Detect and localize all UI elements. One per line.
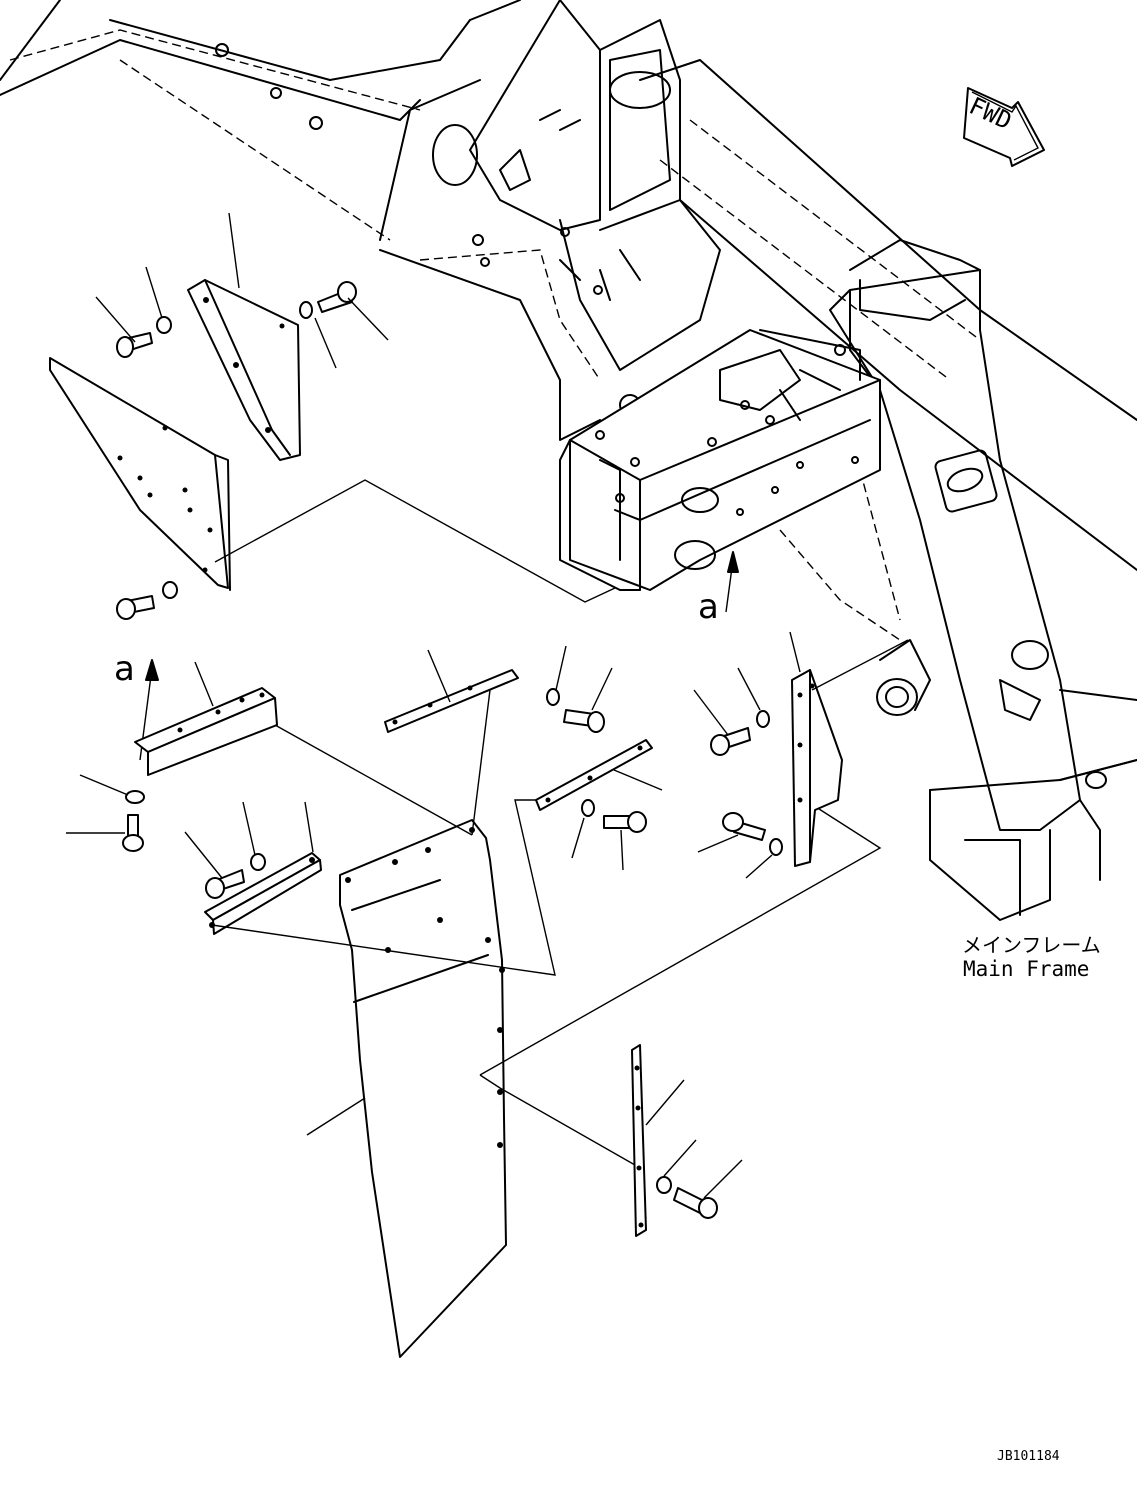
bolt-lower-left-bracket — [205, 869, 245, 899]
flat-bar-upper-middle — [384, 669, 519, 733]
vertical-strip-lower — [631, 1044, 647, 1237]
bolt-mid-left — [122, 814, 144, 852]
main-frame-label-jp: メインフレーム — [962, 933, 1101, 957]
main-frame — [0, 0, 1137, 921]
washer-right-lower — [769, 838, 783, 856]
mud-flap — [339, 819, 507, 1358]
washer-lower-left-bracket — [250, 853, 266, 871]
bolt-right-upper — [710, 727, 751, 756]
angle-bracket — [187, 279, 301, 461]
flat-bar-middle — [535, 739, 653, 811]
washer-upper-middle — [546, 688, 560, 706]
bolt-upper-middle — [563, 709, 605, 733]
channel-bracket-left — [134, 687, 278, 776]
bolt-lower-left — [116, 595, 155, 620]
vertical-bracket-right — [791, 669, 843, 867]
small-bracket-lower-left — [204, 852, 322, 935]
main-frame-label-en: Main Frame — [963, 957, 1089, 981]
upper-left-bracket — [49, 357, 231, 591]
fwd-label: FWD — [965, 92, 1016, 136]
view-a-label-left: a — [114, 649, 135, 689]
drawing-number: JB101184 — [997, 1449, 1060, 1464]
washer-lower-left — [162, 581, 178, 599]
washer-middle — [581, 799, 595, 817]
bolt-lower-strip — [673, 1187, 718, 1219]
bolt-right-lower — [722, 812, 766, 841]
bolt-upper-left — [116, 332, 153, 358]
washer-upper-left — [156, 316, 172, 334]
washer-upper-right — [299, 301, 313, 319]
washer-mid-left — [125, 790, 145, 804]
view-a-label-top: a — [698, 587, 719, 627]
forward-arrow-icon — [963, 87, 1045, 167]
bolt-middle — [603, 811, 647, 833]
washer-right-upper — [756, 710, 770, 728]
washer-lower-strip — [656, 1176, 672, 1194]
bolt-upper-right — [317, 281, 357, 313]
